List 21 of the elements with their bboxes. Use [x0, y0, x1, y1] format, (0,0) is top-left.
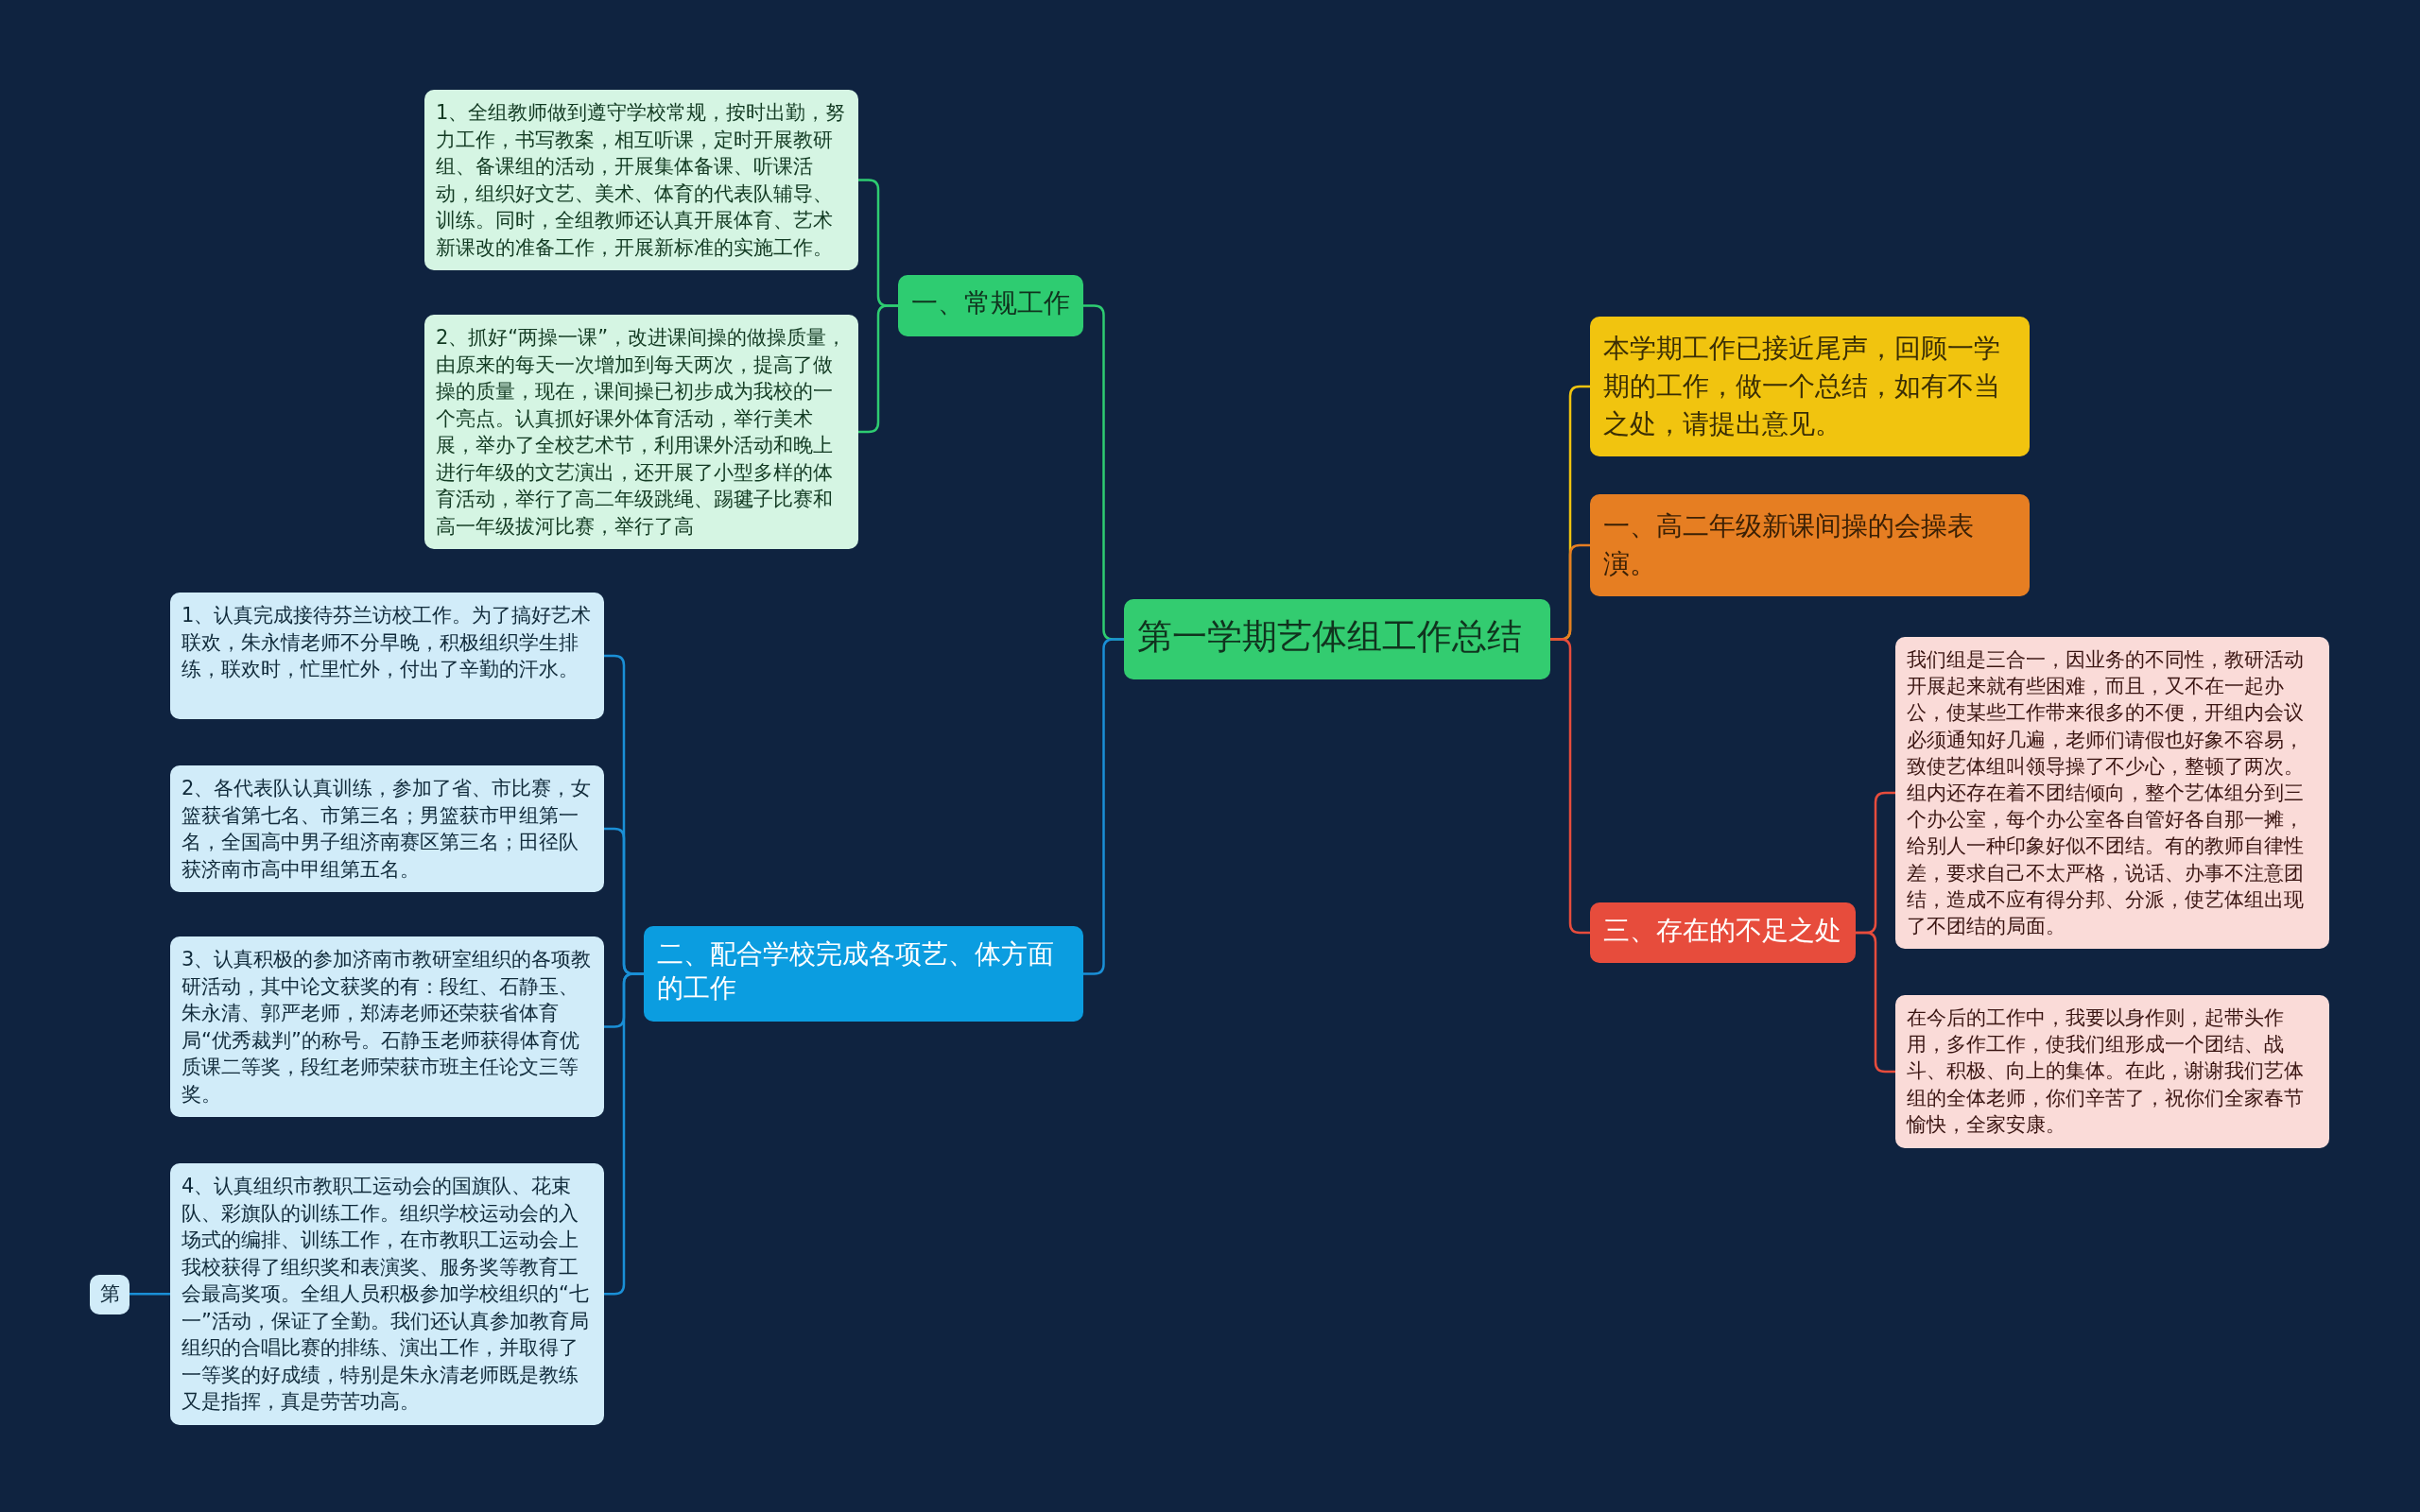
text-card: 4、认真组织市教职工运动会的国旗队、花束队、彩旗队的训练工作。组织学校运动会的入场式的编排、训练工作，在市教职工运动会上我校获得了组织奖和表演奖、服务奖等教育工会最高奖项。全组人员积极参加学校组织的“七一”活动，保证了全勤。我们还认真参加教育局组织的合唱比赛的排练、演出工作，并取得了一等奖的好成绩，特别是朱永清老师既是教练又是指挥，真是劳苦功高。 — [170, 1163, 604, 1425]
text-card: 2、抓好“两操一课”，改进课间操的做操质量，由原来的每天一次增加到每天两次，提高了做操的质量，现在，课间操已初步成为我校的一个亮点。认真抓好课外体育活动，举行美术展，举办了全校艺术节，利用课外活动和晚上进行年级的文艺演出，还开展了小型多样的体育活动，举行了高二年级跳绳、踢毽子比赛和高一年级拔河比赛，举行了高 — [424, 315, 858, 549]
text-card: 1、认真完成接待芬兰访校工作。为了搞好艺术联欢，朱永情老师不分早晚，积极组织学生排练，联欢时，忙里忙外，付出了辛勤的汗水。 — [170, 593, 604, 719]
connector-line — [604, 972, 644, 1296]
topic-box: 本学期工作已接近尾声，回顾一学期的工作，做一个总结，如有不当之处，请提出意见。 — [1590, 317, 2030, 456]
connector-line — [858, 304, 898, 434]
connector-line — [1083, 638, 1124, 975]
connector-line — [1856, 931, 1895, 1074]
topic-box: 一、常规工作 — [898, 275, 1083, 336]
text-card: 3、认真积极的参加济南市教研室组织的各项教研活动，其中论文获奖的有：段红、石静玉、朱永清、郭严老师，郑涛老师还荣获省体育局“优秀裁判”的称号。石静玉老师获得体育优质课二等奖，段红老师荣获市班主任论文三等奖。 — [170, 936, 604, 1117]
connector-line — [1550, 638, 1590, 935]
text-card: 我们组是三合一，因业务的不同性，教研活动开展起来就有些困难，而且，又不在一起办公，使某些工作带来很多的不便，开组内会议必须通知好几遍，老师们请假也好象不容易，致使艺体组叫领导操了不少心，整顿了两次。组内还存在着不团结倾向，整个艺体组分到三个办公室，每个办公室各自管好各自那一摊，给别人一种印象好似不团结。有的教师自律性差，要求自己不太严格，说话、办事不注意团结，造成不应有得分邦、分派，使艺体组出现了不团结的局面。 — [1895, 637, 2329, 950]
topic-box: 一、高二年级新课间操的会操表演。 — [1590, 494, 2030, 596]
text-card: 1、全组教师做到遵守学校常规，按时出勤，努力工作，书写教案，相互听课，定时开展教研组、备课组的活动，开展集体备课、听课活动，组织好文艺、美术、体育的代表队辅导、训练。同时，全组教师还认真开展体育、艺术新课改的准备工作，开展新标准的实施工作。 — [424, 90, 858, 270]
small-text-box: 第 — [90, 1275, 130, 1314]
text-card: 在今后的工作中，我要以身作则，起带头作用，多作工作，使我们组形成一个团结、战斗、积极、向上的集体。在此，谢谢我们艺体组的全体老师，你们辛苦了，祝你们全家春节愉快，全家安康。 — [1895, 995, 2329, 1148]
central-topic-box: 第一学期艺体组工作总结 — [1124, 599, 1550, 679]
topic-box: 二、配合学校完成各项艺、体方面的工作 — [644, 926, 1083, 1022]
text-card: 2、各代表队认真训练，参加了省、市比赛，女篮获省第七名、市第三名；男篮获市甲组第一名，全国高中男子组济南赛区第三名；田径队获济南市高中甲组第五名。 — [170, 765, 604, 892]
connector-line — [130, 1293, 170, 1296]
topic-box: 三、存在的不足之处 — [1590, 902, 1856, 963]
